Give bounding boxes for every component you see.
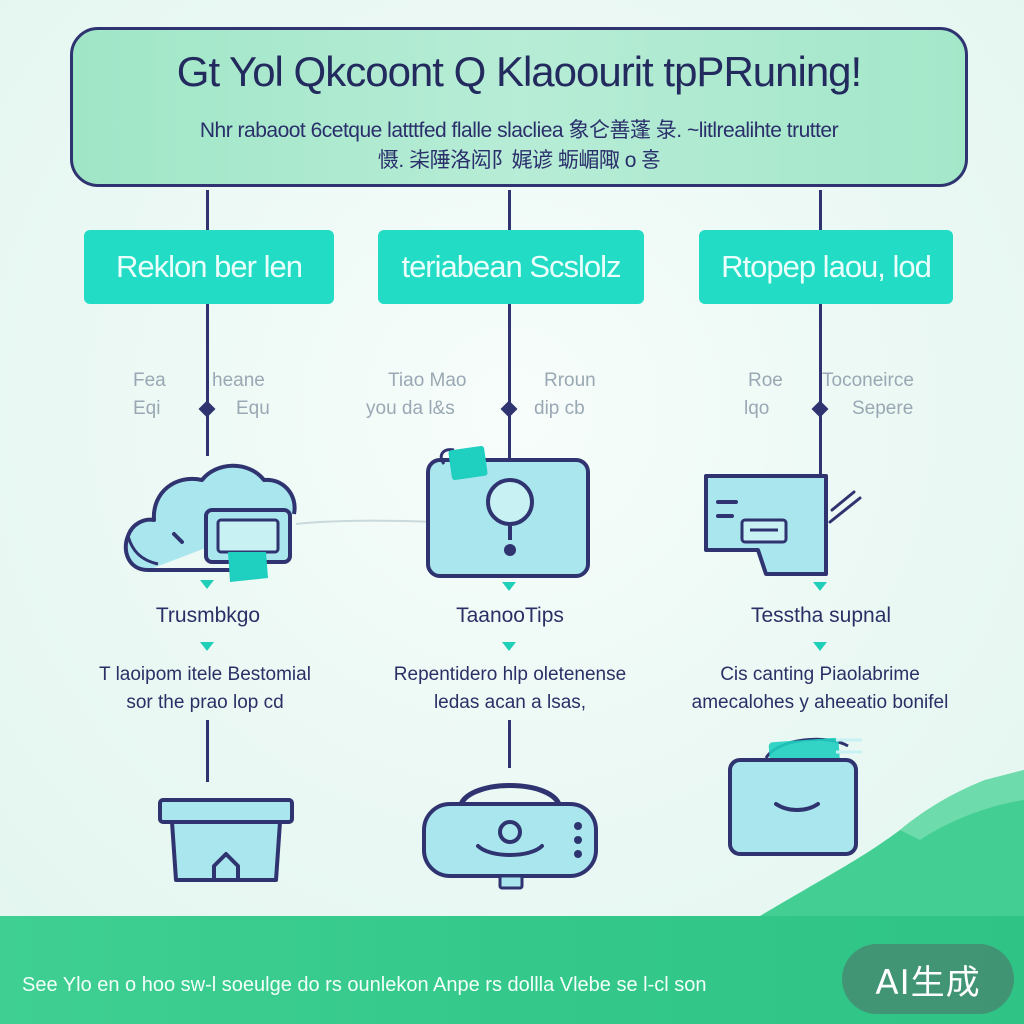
connector-line xyxy=(206,190,209,230)
connector-arrow xyxy=(200,580,214,589)
column-1-step-description-line-1: T laoipom itele Bestomial xyxy=(99,664,311,685)
column-1-note-right-bottom: Equ xyxy=(236,398,270,419)
header-title: Gt Yol Qkcoont Q Klaoourit tpPRuning! xyxy=(176,48,862,95)
column-1-pill: Reklon ber len xyxy=(84,230,334,304)
chat-box-icon xyxy=(728,737,862,856)
faint-link-line xyxy=(296,519,436,525)
column-3-step-description-line-2: amecalohes y aheeatio bonifel xyxy=(691,692,949,713)
column-1-step-description: T laoipom itele Bestomial sor the prao l… xyxy=(60,661,350,717)
connector-line xyxy=(508,190,511,230)
connector-line xyxy=(508,304,511,458)
column-3-note-right-bottom: Sepere xyxy=(852,398,914,419)
column-2-note-right-top: Rroun xyxy=(544,370,596,391)
header-subtitle: Nhr rabaoot 6cetque latttfed flalle slac… xyxy=(133,116,905,176)
connector-arrow xyxy=(200,642,214,651)
connector-arrow xyxy=(813,582,827,591)
header-banner: Gt Yol Qkcoont Q Klaoourit tpPRuning! Nh… xyxy=(70,27,968,187)
column-2-step-description: Repentidero hlp oletenense ledas acan a … xyxy=(360,661,660,717)
column-3-note-left-bottom: lqo xyxy=(744,398,770,419)
column-2-step-description-line-2: ledas acan a lsas, xyxy=(433,692,587,713)
connector-line xyxy=(508,720,511,768)
column-1-step-description-line-2: sor the prao lop cd xyxy=(126,692,284,713)
column-3-note-right-top: Toconeirce xyxy=(822,370,914,391)
footer-text: See Ylo en o hoo sw-l soeulge do rs ounl… xyxy=(22,974,707,996)
column-2-pill: teriabean Scslolz xyxy=(378,230,644,304)
connector-line xyxy=(206,720,209,782)
cloud-device-icon xyxy=(123,463,297,582)
header-subtitle-line-1: Nhr rabaoot 6cetque latttfed flalle slac… xyxy=(199,119,839,142)
connector-arrow xyxy=(813,642,827,651)
column-3-note-left-top: Roe xyxy=(748,370,783,391)
ai-generated-badge: AI生成 xyxy=(842,944,1014,1014)
column-2-step-description-line-1: Repentidero hlp oletenense xyxy=(393,664,627,685)
search-screen-icon xyxy=(426,446,590,578)
column-3-step-description-line-1: Cis canting Piaolabrime xyxy=(720,664,920,685)
container-box-icon xyxy=(158,798,294,882)
column-3-pill: Rtopep laou, lod xyxy=(699,230,953,304)
connector-arrow xyxy=(502,582,516,591)
column-3-step-description: Cis canting Piaolabrime amecalohes y ahe… xyxy=(660,661,980,717)
chat-window-icon xyxy=(704,474,862,576)
router-device-icon xyxy=(422,783,598,890)
column-2-note-left-top: Tiao Mao xyxy=(388,370,467,391)
column-3-step-title: Tesstha supnal xyxy=(750,604,892,627)
column-1-note-left-top: Fea xyxy=(133,370,166,391)
column-2-note-left-bottom: you da l&s xyxy=(366,398,455,419)
connector-line xyxy=(206,304,209,456)
column-1-note-left-bottom: Eqi xyxy=(133,398,161,419)
column-1-step-title: Trusmbkgo xyxy=(155,604,261,627)
header-subtitle-line-2: 慑. 㭍陲洛闳阝娓谚 蛎嵋陬 o 홍 xyxy=(377,149,661,172)
column-2-step-title: TaanooTips xyxy=(456,604,564,627)
connector-line xyxy=(819,190,822,230)
connector-arrow xyxy=(502,642,516,651)
column-2-note-right-bottom: dip cb xyxy=(534,398,585,419)
column-1-note-right-top: heane xyxy=(212,370,265,391)
connector-line xyxy=(819,304,822,474)
